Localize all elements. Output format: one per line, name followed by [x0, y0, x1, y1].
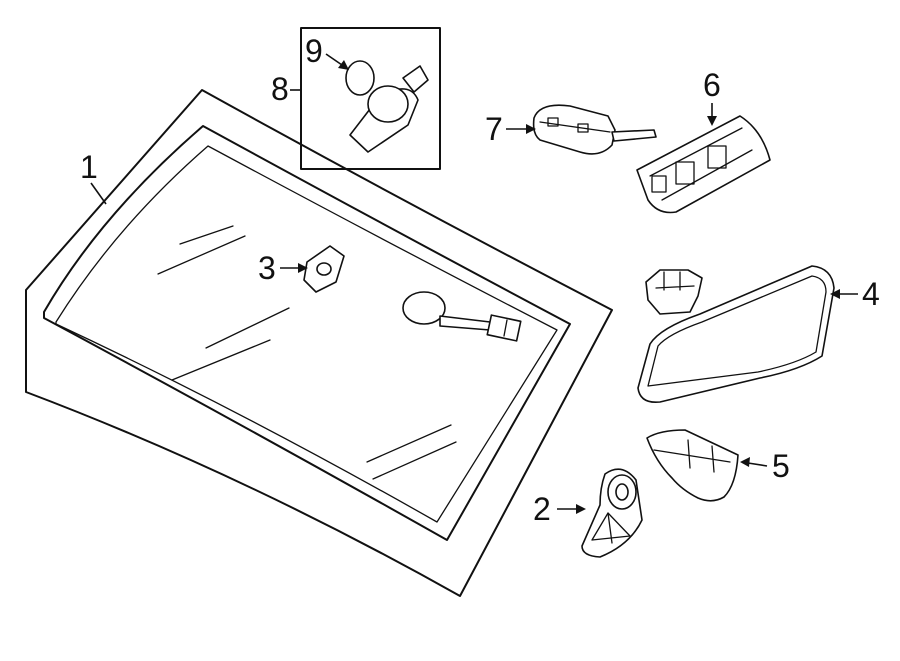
sensor-bracket-part-7[interactable] [532, 104, 657, 155]
callout-7: 7 [485, 111, 503, 147]
callout-6: 6 [703, 67, 721, 103]
callout-3: 3 [258, 250, 276, 286]
clip-part-3[interactable] [303, 245, 345, 293]
callout-4: 4 [862, 276, 880, 312]
windshield-part-1[interactable] [25, 89, 613, 597]
cover-trim-part-6[interactable] [636, 115, 771, 214]
callout-9: 9 [305, 33, 323, 69]
gel-pad-part-9[interactable] [345, 60, 375, 96]
callout-5: 5 [772, 448, 790, 484]
rear-view-mirror-part-4[interactable] [637, 265, 835, 404]
mirror-cover-part-5[interactable] [646, 429, 739, 502]
callout-1: 1 [80, 149, 98, 185]
mirror-mount-part-2[interactable] [581, 468, 643, 558]
leader-lines [90, 53, 858, 514]
callout-8: 8 [271, 71, 289, 107]
callout-2: 2 [533, 491, 551, 527]
rain-sensor-part-8[interactable] [300, 27, 441, 170]
